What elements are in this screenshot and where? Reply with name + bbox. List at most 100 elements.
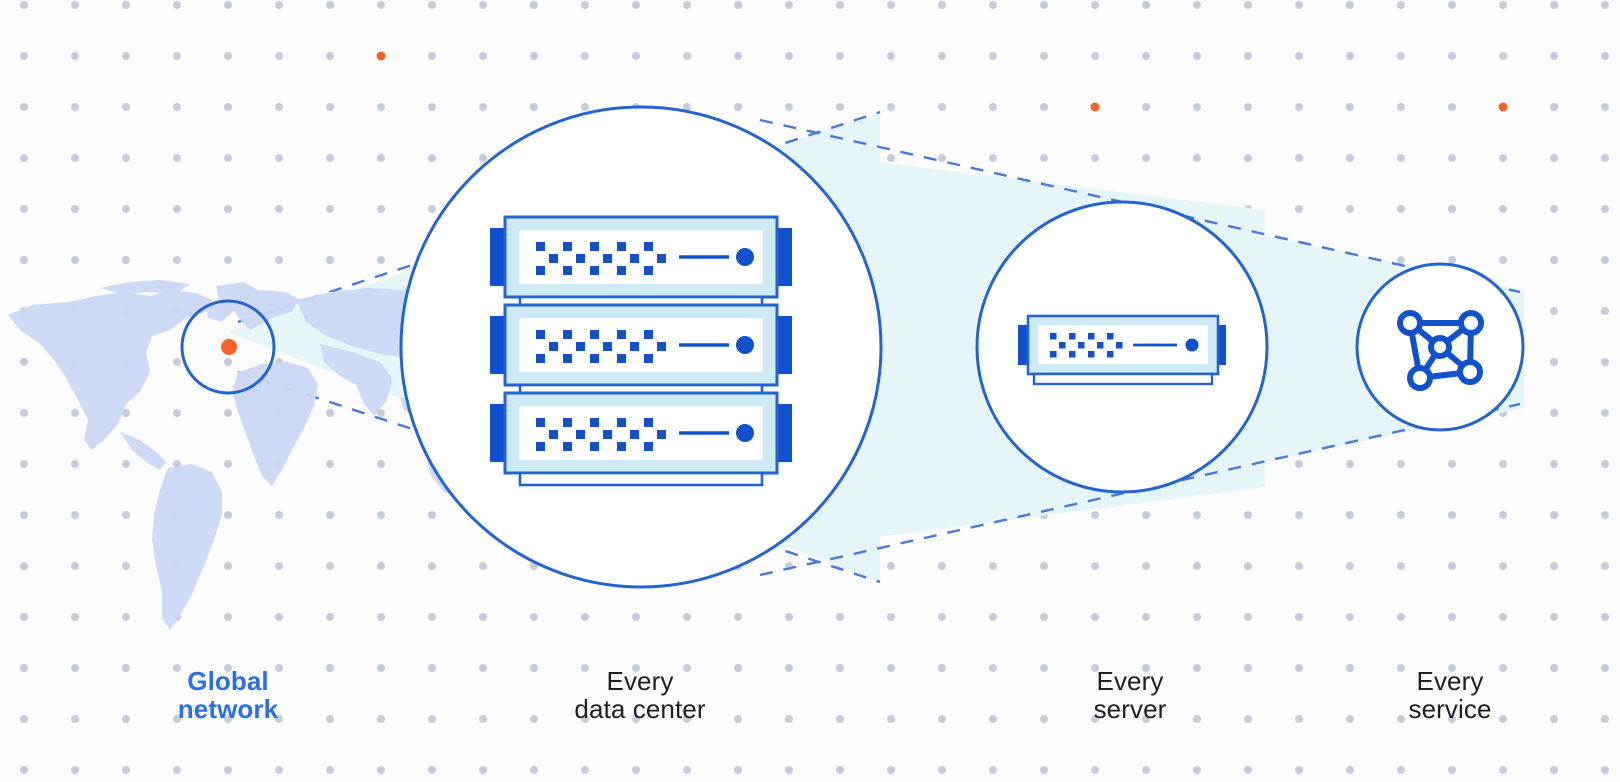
grid-dot [1142,154,1150,162]
grid-dot [734,766,742,774]
label-line-2: network [177,694,279,725]
grid-dot [122,103,130,111]
grid-dot [734,715,742,723]
grid-dot [938,664,946,672]
grid-dot [1193,511,1201,519]
network-node-center [1428,335,1452,359]
single-server-icon [1018,314,1226,386]
grid-dot [428,205,436,213]
grid-dot [173,256,181,264]
grid-dot [1499,1,1507,9]
grid-dot [224,358,232,366]
grid-dot [1448,103,1456,111]
grid-dot [71,766,79,774]
server-led-grid [1050,333,1123,358]
label-line-1: Every [606,666,674,696]
rack-status-dot [736,424,754,442]
grid-dot [1601,409,1609,417]
grid-dot [1091,52,1099,60]
grid-dot [1346,715,1354,723]
grid-dot [1193,562,1201,570]
grid-dot [122,562,130,570]
rack-unit [490,215,792,311]
grid-dot [1142,613,1150,621]
grid-dot [224,613,232,621]
grid-dot [887,766,895,774]
grid-dot [989,613,997,621]
grid-dot [173,103,181,111]
grid-dot [20,358,28,366]
grid-dot [326,103,334,111]
rack-unit [490,391,792,487]
grid-dot [1091,766,1099,774]
grid-dot [1346,613,1354,621]
grid-dot [1244,715,1252,723]
network-node [1407,365,1433,391]
grid-dot [1499,205,1507,213]
grid-dot [1040,52,1048,60]
grid-dot [1295,460,1303,468]
server-base-plate [1032,372,1214,386]
grid-dot [1499,511,1507,519]
grid-dot [122,766,130,774]
grid-dot [1346,664,1354,672]
grid-dot [428,766,436,774]
grid-dot [836,766,844,774]
grid-dot [326,52,334,60]
grid-dot [887,103,895,111]
grid-dot [1142,766,1150,774]
grid-dot [1244,1,1252,9]
grid-dot [1244,154,1252,162]
grid-dot [836,715,844,723]
grid-dot [1550,766,1558,774]
grid-dot [275,103,283,111]
grid-dot [20,1,28,9]
grid-dot [938,52,946,60]
grid-dot [1601,562,1609,570]
grid-dot [275,562,283,570]
grid-dot [1040,562,1048,570]
grid-dot [377,511,385,519]
grid-dot [1550,1,1558,9]
grid-dot [224,256,232,264]
grid-dot [71,205,79,213]
grid-dot [224,1,232,9]
grid-dot [479,664,487,672]
grid-dot [122,511,130,519]
grid-dot [632,766,640,774]
grid-dot [428,103,436,111]
grid-dot [326,664,334,672]
grid-dot [1550,154,1558,162]
grid-dot [989,766,997,774]
grid-dot [428,715,436,723]
grid-dot [479,562,487,570]
grid-dot [20,409,28,417]
grid-dot [71,154,79,162]
grid-dot [1550,52,1558,60]
grid-dot [479,52,487,60]
server-face [1038,325,1208,364]
grid-dot [1397,52,1405,60]
grid-dot [1244,103,1252,111]
network-nodes-icon [1397,310,1484,391]
grid-dot [683,715,691,723]
grid-dot [1091,613,1099,621]
grid-dot [428,52,436,60]
grid-dot [1448,205,1456,213]
grid-dot [275,766,283,774]
grid-dot [836,52,844,60]
grid-dot [122,205,130,213]
grid-dot [1193,154,1201,162]
grid-dot [377,562,385,570]
grid-dot [1193,766,1201,774]
grid-dot [989,154,997,162]
grid-dot [1295,613,1303,621]
grid-dot [377,460,385,468]
grid-dot [1397,766,1405,774]
grid-dot [1448,1,1456,9]
grid-dot [71,511,79,519]
grid-dot [173,1,181,9]
grid-dot [1295,766,1303,774]
grid-dot [1397,511,1405,519]
grid-dot [275,664,283,672]
